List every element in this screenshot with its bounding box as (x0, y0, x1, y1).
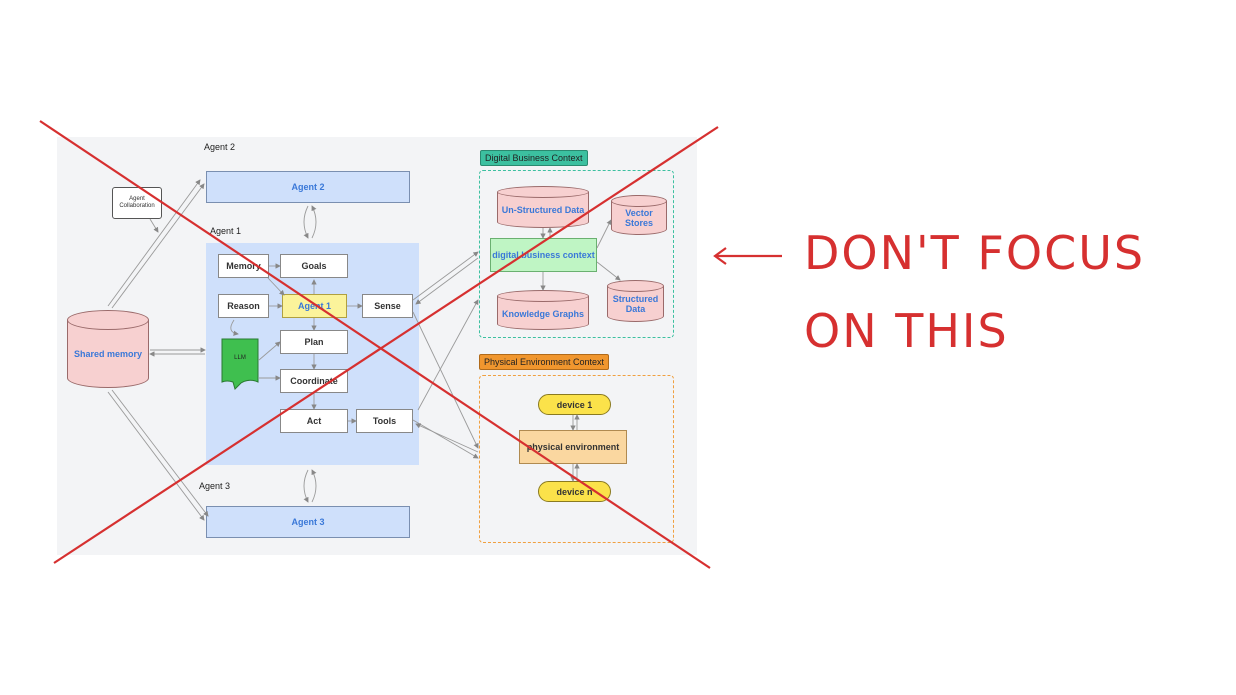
structured-data-cylinder: Structured Data (607, 280, 664, 322)
physical-context-tag: Physical Environment Context (479, 354, 610, 370)
knowledge-graphs-cylinder: Knowledge Graphs (497, 290, 589, 330)
memory-box: Memory (218, 254, 269, 278)
digital-context-frame (479, 170, 674, 338)
structured-data-label: Structured Data (612, 294, 659, 314)
cross-line-1 (39, 120, 711, 569)
agent-collaboration-callout: Agent Collaboration (112, 187, 162, 219)
agent2-box: Agent 2 (206, 171, 410, 203)
coordinate-box: Coordinate (280, 369, 348, 393)
reason-box: Reason (218, 294, 269, 318)
sense-box: Sense (362, 294, 413, 318)
agent3-title: Agent 3 (199, 481, 231, 491)
llm-shape (221, 338, 259, 390)
callout-text: Agent Collaboration (119, 196, 155, 209)
plan-box: Plan (280, 330, 348, 354)
unstructured-data-cylinder: Un-Structured Data (497, 186, 589, 228)
physical-context-frame (479, 375, 674, 543)
shared-memory-cylinder: Shared memory (67, 310, 149, 388)
agent3-box: Agent 3 (206, 506, 410, 538)
llm-label: LLM (234, 355, 246, 361)
digital-context-tag: Digital Business Context (480, 150, 588, 166)
unstructured-data-label: Un-Structured Data (501, 205, 585, 215)
agent1-core-box: Agent 1 (282, 294, 347, 318)
knowledge-graphs-label: Knowledge Graphs (501, 309, 584, 319)
tools-box: Tools (356, 409, 413, 433)
annotation-line-2: ON THIS (804, 304, 1009, 358)
vector-stores-label: Vector Stores (624, 208, 653, 228)
left-arrow-icon (713, 247, 782, 265)
agent2-title: Agent 2 (204, 142, 236, 152)
annotation-line-1: DON'T FOCUS (804, 226, 1146, 280)
cross-line-2 (53, 126, 719, 564)
digital-business-context-box: digital business context (490, 238, 597, 272)
agent1-title: Agent 1 (210, 226, 242, 236)
shared-memory-label: Shared memory (73, 349, 143, 359)
vector-stores-cylinder: Vector Stores (611, 195, 667, 235)
